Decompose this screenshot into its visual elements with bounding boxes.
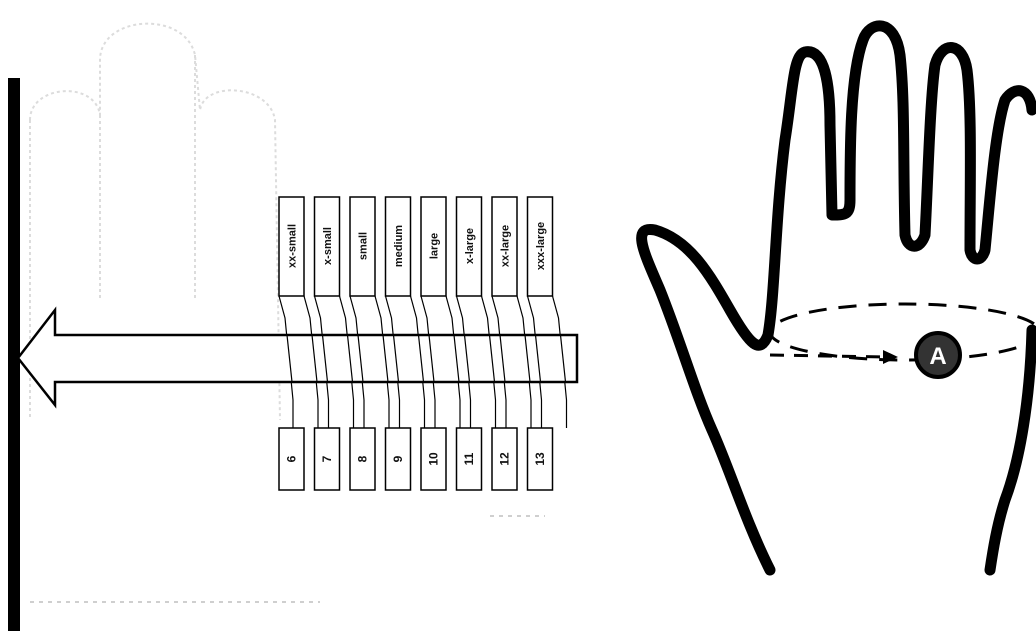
measure-arrow-line xyxy=(770,355,885,357)
size-number-box: 13 xyxy=(528,428,553,490)
size-label-text: medium xyxy=(393,225,405,267)
size-label-box: x-small xyxy=(315,197,340,296)
size-number-text: 9 xyxy=(391,455,405,462)
size-number-box: 7 xyxy=(315,428,340,490)
size-label-box: xx-large xyxy=(492,197,517,296)
size-number-text: 8 xyxy=(356,455,370,462)
size-number-box: 12 xyxy=(492,428,517,490)
direction-arrow xyxy=(18,310,577,405)
size-number-text: 13 xyxy=(533,452,547,466)
size-number-box: 6 xyxy=(279,428,304,490)
size-label-box: xxx-large xyxy=(528,197,553,296)
size-labels: xx-small x-small small medium large x-large xx… xyxy=(279,197,553,296)
size-label-box: xx-small xyxy=(279,197,304,296)
size-label-box: large xyxy=(421,197,446,296)
size-label-text: x-small xyxy=(322,227,334,265)
marker-a: A xyxy=(916,333,960,377)
size-label-box: medium xyxy=(386,197,411,296)
size-label-text: large xyxy=(429,233,441,259)
size-number-box: 9 xyxy=(386,428,411,490)
size-label-box: x-large xyxy=(457,197,482,296)
size-numbers: 6 7 8 9 10 11 12 13 xyxy=(279,428,553,490)
faded-caption xyxy=(30,516,545,602)
hand-right-edge xyxy=(990,330,1032,570)
size-label-box: small xyxy=(350,197,375,296)
size-number-text: 6 xyxy=(285,455,299,462)
size-number-text: 10 xyxy=(427,452,441,466)
size-number-box: 11 xyxy=(457,428,482,490)
marker-a-letter: A xyxy=(929,343,946,370)
size-label-text: xx-large xyxy=(500,225,512,267)
size-label-text: x-large xyxy=(464,228,476,264)
size-number-text: 11 xyxy=(462,452,476,465)
vertical-edge-bar xyxy=(8,78,20,631)
size-label-text: xxx-large xyxy=(535,222,547,270)
size-label-text: xx-small xyxy=(287,224,299,268)
measure-arrow-head xyxy=(883,350,898,364)
size-number-text: 7 xyxy=(320,455,334,462)
size-label-text: small xyxy=(358,232,370,260)
palm-circumference-dashed xyxy=(770,304,1036,360)
size-number-box: 10 xyxy=(421,428,446,490)
hand-outline xyxy=(642,26,1032,570)
size-number-box: 8 xyxy=(350,428,375,490)
size-number-text: 12 xyxy=(498,452,512,466)
